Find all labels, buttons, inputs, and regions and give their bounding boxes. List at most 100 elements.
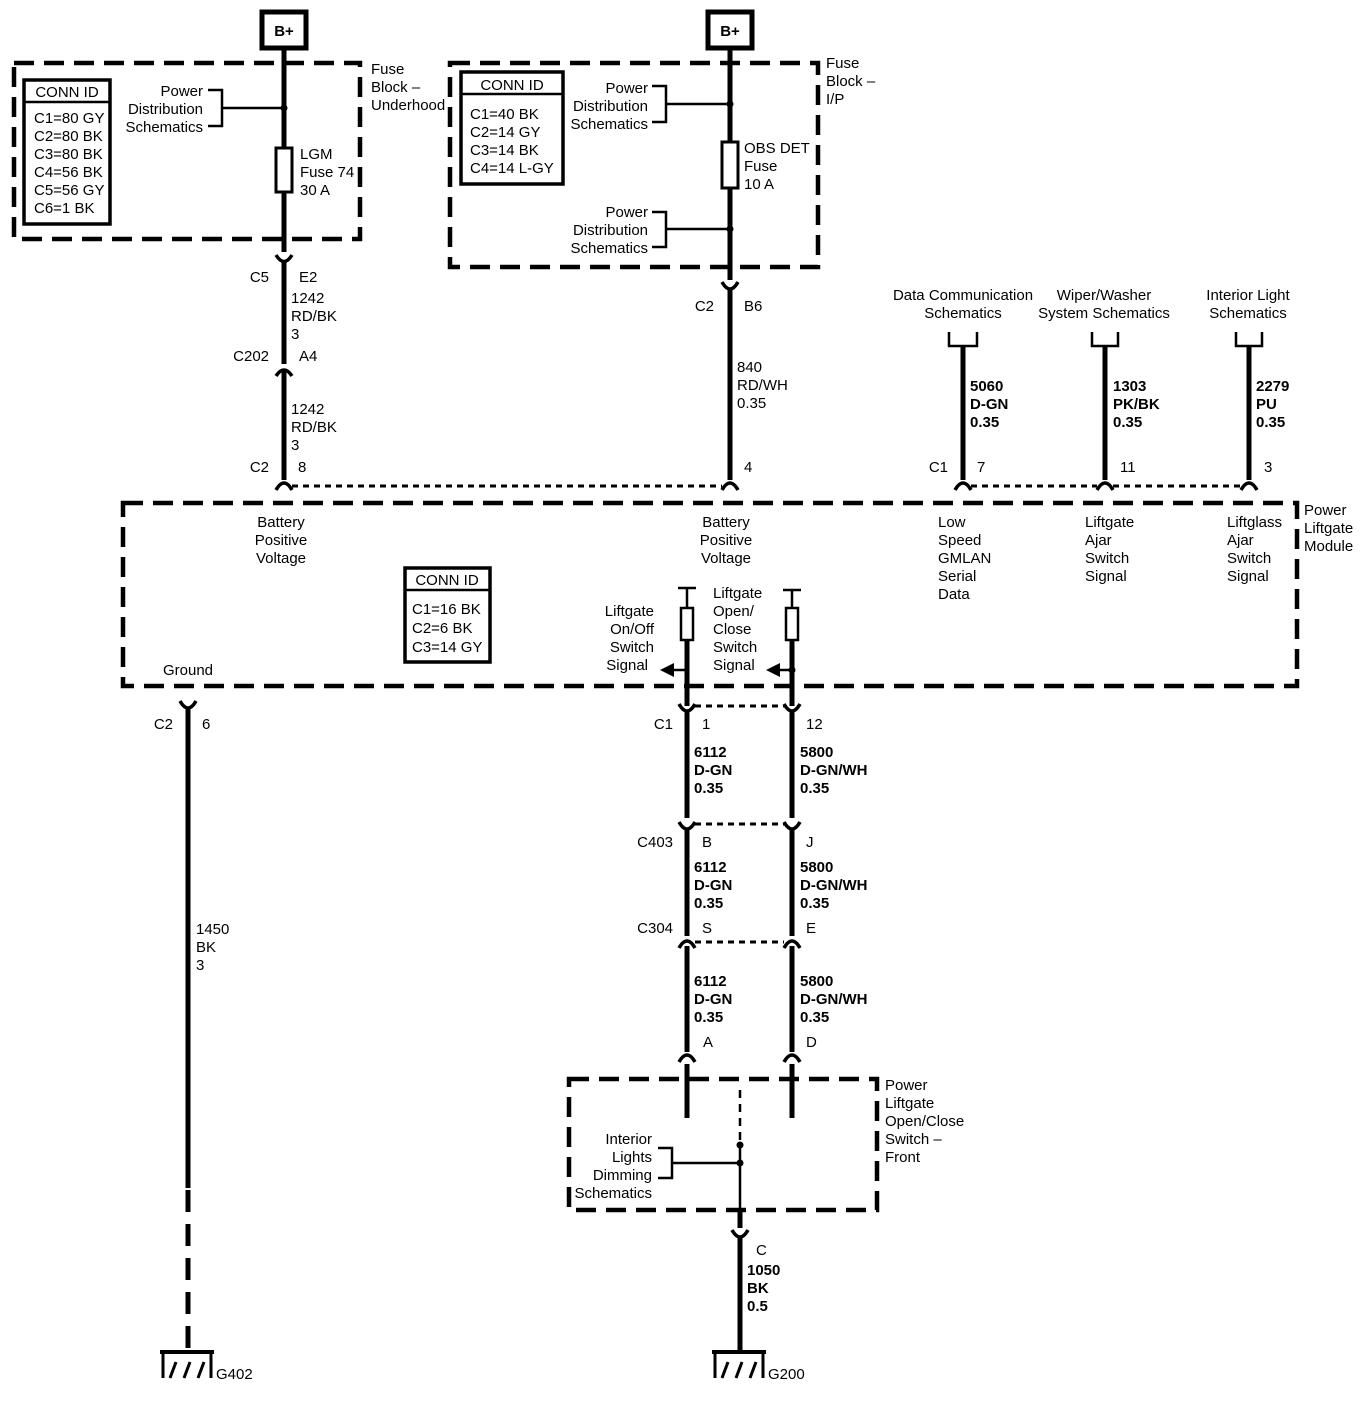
svg-text:Signal: Signal bbox=[713, 657, 755, 674]
svg-text:C4=56 BK: C4=56 BK bbox=[34, 164, 103, 181]
svg-text:Battery: Battery bbox=[257, 514, 305, 531]
svg-text:0.35: 0.35 bbox=[800, 1009, 829, 1026]
svg-text:CONN ID: CONN ID bbox=[35, 84, 99, 101]
svg-text:Data Communication: Data Communication bbox=[893, 287, 1033, 304]
ground-label: Ground bbox=[163, 662, 213, 679]
svg-text:1242: 1242 bbox=[291, 290, 324, 307]
battery-positive-voltage-left: Battery Positive Voltage bbox=[255, 514, 308, 567]
svg-text:0.35: 0.35 bbox=[737, 395, 766, 412]
svg-text:C3=14 BK: C3=14 BK bbox=[470, 142, 539, 159]
svg-text:RD/BK: RD/BK bbox=[291, 308, 337, 325]
svg-text:C1: C1 bbox=[929, 459, 948, 476]
svg-text:A: A bbox=[703, 1034, 713, 1051]
svg-text:7: 7 bbox=[977, 459, 985, 476]
svg-text:CONN ID: CONN ID bbox=[415, 572, 479, 589]
svg-text:Low: Low bbox=[938, 514, 966, 531]
svg-text:Liftgate: Liftgate bbox=[885, 1095, 934, 1112]
svg-text:Positive: Positive bbox=[700, 532, 753, 549]
fuse-obs-det: OBS DET Fuse 10 A bbox=[720, 140, 810, 193]
svg-text:Positive: Positive bbox=[255, 532, 308, 549]
svg-text:1303: 1303 bbox=[1113, 378, 1146, 395]
svg-text:Power: Power bbox=[1304, 502, 1347, 519]
power-distribution-ref-ip-top: Power Distribution Schematics bbox=[570, 80, 734, 133]
connector-c2-pin4: 4 bbox=[720, 459, 752, 491]
conn-id-table-ip: CONN ID C1=40 BK C2=14 GY C3=14 BK C4=14… bbox=[459, 70, 565, 186]
svg-text:Liftgate: Liftgate bbox=[1304, 520, 1353, 537]
svg-text:5800: 5800 bbox=[800, 744, 833, 761]
svg-text:Liftgate: Liftgate bbox=[1085, 514, 1134, 531]
svg-text:6: 6 bbox=[202, 716, 210, 733]
connector-switch-c: C bbox=[730, 1229, 767, 1259]
svg-text:A4: A4 bbox=[299, 348, 317, 365]
power-liftgate-module: Power Liftgate Module bbox=[120, 500, 1353, 689]
svg-text:3: 3 bbox=[196, 957, 204, 974]
svg-text:C3=80 BK: C3=80 BK bbox=[34, 146, 103, 163]
svg-text:5800: 5800 bbox=[800, 859, 833, 876]
svg-text:840: 840 bbox=[737, 359, 762, 376]
svg-text:Distribution: Distribution bbox=[573, 222, 648, 239]
svg-text:Schematics: Schematics bbox=[125, 119, 203, 136]
svg-text:Switch: Switch bbox=[1227, 550, 1271, 567]
wire-5800-a: 5800 D-GN/WH 0.35 bbox=[800, 744, 868, 797]
connector-c403: C403 B J bbox=[637, 821, 814, 851]
fuse-lgm-74: LGM Fuse 74 30 A bbox=[274, 146, 354, 199]
svg-text:C6=1 BK: C6=1 BK bbox=[34, 200, 94, 217]
svg-text:C2=80 BK: C2=80 BK bbox=[34, 128, 103, 145]
svg-text:Power: Power bbox=[885, 1077, 928, 1094]
svg-text:1242: 1242 bbox=[291, 401, 324, 418]
svg-text:Dimming: Dimming bbox=[593, 1167, 652, 1184]
svg-text:C304: C304 bbox=[637, 920, 673, 937]
svg-text:PU: PU bbox=[1256, 396, 1277, 413]
svg-text:C3=14 GY: C3=14 GY bbox=[412, 639, 482, 656]
svg-text:E: E bbox=[806, 920, 816, 937]
svg-text:Serial: Serial bbox=[938, 568, 976, 585]
svg-text:Schematics: Schematics bbox=[924, 305, 1002, 322]
svg-text:Fuse: Fuse bbox=[371, 61, 404, 78]
svg-text:System Schematics: System Schematics bbox=[1038, 305, 1170, 322]
power-distribution-ref-underhood: Power Distribution Schematics bbox=[125, 83, 288, 136]
svg-text:C403: C403 bbox=[637, 834, 673, 851]
svg-text:Lights: Lights bbox=[612, 1149, 652, 1166]
connector-c304: C304 S E bbox=[637, 920, 816, 949]
svg-text:G402: G402 bbox=[216, 1366, 253, 1383]
svg-text:6112: 6112 bbox=[694, 859, 727, 876]
svg-text:30 A: 30 A bbox=[300, 182, 330, 199]
svg-text:C1: C1 bbox=[654, 716, 673, 733]
svg-text:Schematics: Schematics bbox=[1209, 305, 1287, 322]
battery-positive-voltage-mid: Battery Positive Voltage bbox=[700, 514, 753, 567]
svg-text:C1=40 BK: C1=40 BK bbox=[470, 106, 539, 123]
svg-text:D-GN: D-GN bbox=[694, 762, 732, 779]
connector-c2-b6: C2 B6 bbox=[695, 281, 762, 315]
svg-text:Battery: Battery bbox=[702, 514, 750, 531]
interior-lights-dimming-ref: Interior Lights Dimming Schematics bbox=[574, 1131, 744, 1202]
svg-text:0.5: 0.5 bbox=[747, 1298, 768, 1315]
svg-text:8: 8 bbox=[298, 459, 306, 476]
wire-6112-c: 6112 D-GN 0.35 bbox=[694, 973, 732, 1026]
svg-text:0.35: 0.35 bbox=[800, 780, 829, 797]
power-liftgate-switch-front: Power Liftgate Open/Close Switch – Front bbox=[566, 1076, 964, 1213]
svg-text:PK/BK: PK/BK bbox=[1113, 396, 1160, 413]
svg-text:G200: G200 bbox=[768, 1366, 805, 1383]
svg-text:5800: 5800 bbox=[800, 973, 833, 990]
svg-text:Power: Power bbox=[605, 80, 648, 97]
svg-text:Switch: Switch bbox=[713, 639, 757, 656]
wire-2279: 2279 PU 0.35 bbox=[1256, 378, 1289, 431]
svg-text:Distribution: Distribution bbox=[573, 98, 648, 115]
svg-text:1: 1 bbox=[702, 716, 710, 733]
svg-text:2279: 2279 bbox=[1256, 378, 1289, 395]
wire-840: 840 RD/WH 0.35 bbox=[737, 359, 788, 412]
connector-c202: C202 A4 bbox=[233, 348, 317, 378]
interior-light-ref: Interior Light Schematics bbox=[1206, 287, 1291, 348]
svg-text:OBS DET: OBS DET bbox=[744, 140, 810, 157]
svg-text:0.35: 0.35 bbox=[694, 780, 723, 797]
svg-text:Ajar: Ajar bbox=[1227, 532, 1254, 549]
fuse-block-underhood: Fuse Block – Underhood bbox=[11, 60, 445, 242]
svg-text:B+: B+ bbox=[720, 23, 740, 40]
connector-c1-lower: C1 1 12 bbox=[654, 703, 823, 733]
svg-text:Wiper/Washer: Wiper/Washer bbox=[1057, 287, 1151, 304]
svg-text:Block –: Block – bbox=[826, 73, 876, 90]
svg-text:D-GN/WH: D-GN/WH bbox=[800, 991, 868, 1008]
svg-text:C2=14 GY: C2=14 GY bbox=[470, 124, 540, 141]
svg-text:Speed: Speed bbox=[938, 532, 981, 549]
svg-text:C5=56 GY: C5=56 GY bbox=[34, 182, 104, 199]
